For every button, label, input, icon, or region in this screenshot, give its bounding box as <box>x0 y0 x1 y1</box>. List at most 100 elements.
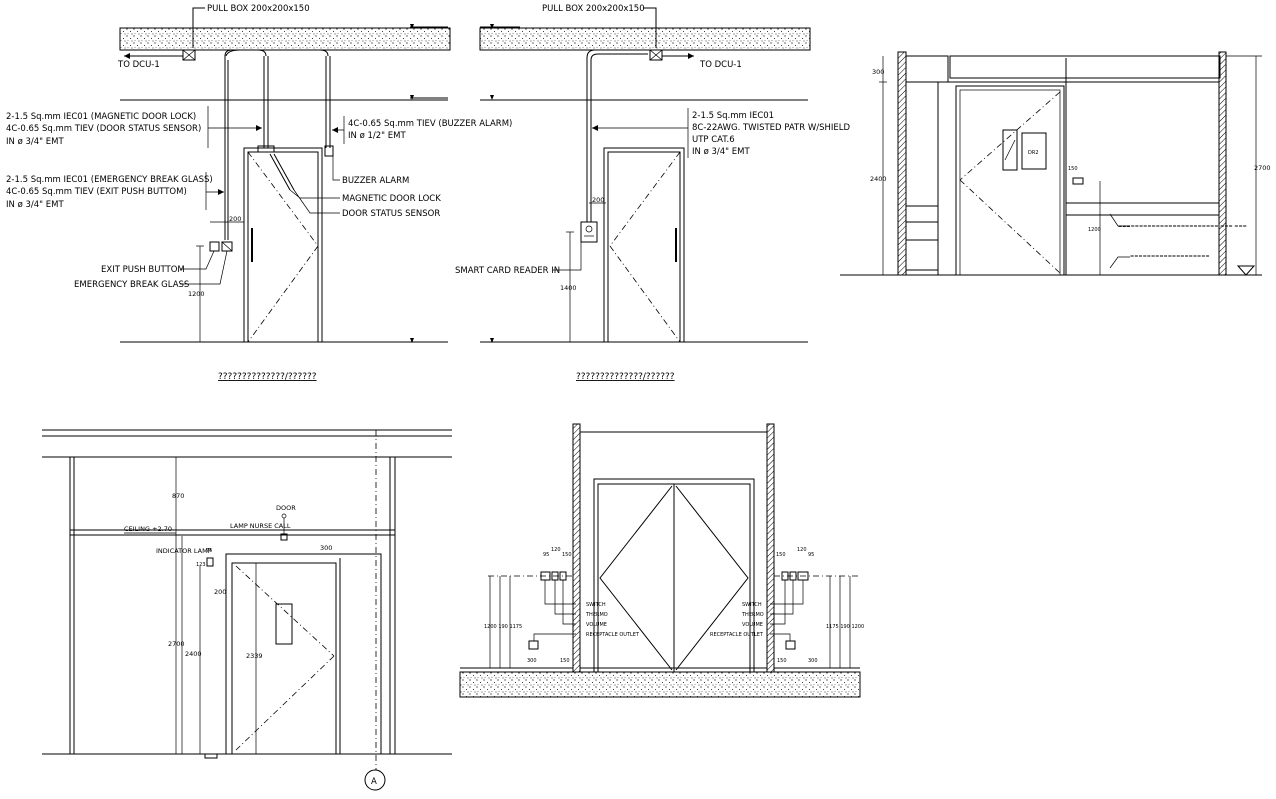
detail-a-cable-1-line-3: IN ø 3/4" EMT <box>6 137 64 147</box>
detail-e-right-outlet <box>785 640 796 650</box>
detail-d-dim-2400: 2400 <box>185 650 202 658</box>
detail-c-right-wall <box>1218 51 1227 276</box>
detail-a-buzzer-label: BUZZER ALARM <box>342 176 409 186</box>
detail-e-dim-150-left-b: 150 <box>560 658 570 664</box>
detail-c-dim-2400: 2400 <box>870 175 887 183</box>
detail-e-dim-95-right: 95 <box>808 552 814 558</box>
detail-a-magnetic-lock <box>257 145 275 153</box>
detail-b-cable-line-2: 8C-22AWG. TWISTED PATR W/SHIELD <box>692 123 850 133</box>
detail-e-dim-95-left: 95 <box>543 552 549 558</box>
detail-c-room-section: DR2 300 2400 2700 150 1200 =============… <box>840 51 1271 276</box>
detail-c-vision-panel <box>1002 129 1018 171</box>
detail-b-door <box>603 147 685 343</box>
detail-b-pull-box-label: PULL BOX 200x200x150 <box>542 4 645 14</box>
detail-b-ceiling-slab <box>479 27 811 51</box>
detail-b-cable-line-3: UTP CAT.6 <box>692 135 735 145</box>
detail-e-volume-left: VOLUME <box>586 622 607 628</box>
detail-c-note-2: =================== <box>1130 254 1210 260</box>
detail-a-to-dcu-label: TO DCU-1 <box>117 60 160 70</box>
detail-e-left-leaf-swing <box>599 485 673 671</box>
detail-e-thermo-right: THERMO <box>741 612 764 618</box>
detail-a-cable-1-line-1: 2-1.5 Sq.mm IEC01 (MAGNETIC DOOR LOCK) <box>6 112 196 122</box>
detail-d-dim-870: 870 <box>172 492 184 500</box>
detail-a-cable-2-line-1: 2-1.5 Sq.mm IEC01 (EMERGENCY BREAK GLASS… <box>6 175 213 185</box>
detail-b-card-reader-elevation: PULL BOX 200x200x150 TO DCU-1 2-1.5 Sq.m… <box>455 4 850 382</box>
detail-a-cable-3-line-1: 4C-0.65 Sq.mm TIEV (BUZZER ALARM) <box>348 119 512 129</box>
detail-e-right-wall <box>766 423 775 673</box>
detail-d-door <box>231 562 337 755</box>
detail-a-pull-box-label: PULL BOX 200x200x150 <box>207 4 310 14</box>
detail-a-ceiling-slab <box>119 27 451 51</box>
detail-b-pull-box <box>649 49 663 61</box>
detail-d-grid-label: A <box>371 777 377 787</box>
detail-a-dim-200: 200 <box>229 215 241 223</box>
detail-e-dim-150-right: 150 <box>776 552 786 558</box>
detail-a-pull-box <box>182 49 196 61</box>
detail-d-ceiling-label: CEILING +2.70 <box>124 525 172 533</box>
detail-c-device <box>1072 177 1084 185</box>
detail-b-dim-200: 200 <box>592 196 604 204</box>
detail-d-dim-300: 300 <box>320 544 332 552</box>
detail-b-title: ??????????????/?????? <box>576 372 675 382</box>
detail-a-conduit-3 <box>325 56 331 148</box>
detail-b-dim-1400: 1400 <box>560 284 577 292</box>
detail-a-cable-3-line-2: IN ø 1/2" EMT <box>348 131 406 141</box>
detail-b-to-dcu-label: TO DCU-1 <box>699 60 742 70</box>
detail-e-dims-right: 1175 190 1200 <box>826 624 864 630</box>
detail-e-dim-150-right-b: 150 <box>777 658 787 664</box>
detail-e-dims-left: 1200 190 1175 <box>484 624 522 630</box>
detail-a-cable-1-line-2: 4C-0.65 Sq.mm TIEV (DOOR STATUS SENSOR) <box>6 124 201 134</box>
detail-e-switch-right: SWITCH <box>742 602 762 608</box>
detail-e-right-leaf-swing <box>675 485 749 671</box>
detail-e-dim-120-left: 120 <box>551 547 561 553</box>
detail-d-dim-75: 75 <box>206 548 212 554</box>
detail-c-dim-150: 150 <box>1068 166 1078 172</box>
detail-a-pull-box-leader <box>192 7 205 48</box>
detail-c-dim-300: 300 <box>872 68 884 76</box>
detail-b-card-reader <box>580 221 598 243</box>
detail-d-door-label: DOOR <box>276 504 296 512</box>
detail-e-switch-left: SWITCH <box>586 602 606 608</box>
detail-e-outlet-right: RECEPTACLE OUTLET <box>710 632 764 638</box>
detail-e-left-outlet <box>528 640 539 650</box>
detail-d-dim-2339: 2339 <box>246 652 263 660</box>
detail-e-dim-300-left: 300 <box>527 658 537 664</box>
detail-a-cable-2-line-2: 4C-0.65 Sq.mm TIEV (EXIT PUSH BUTTOM) <box>6 187 187 197</box>
detail-d-indicator-lamp <box>206 557 214 567</box>
detail-c-left-wall <box>897 51 907 276</box>
detail-e-dim-150-left: 150 <box>562 552 572 558</box>
detail-a-title: ??????????????/?????? <box>218 372 317 382</box>
detail-a-sensor-label: DOOR STATUS SENSOR <box>342 209 440 219</box>
detail-a-cable-2-line-3: IN ø 3/4" EMT <box>6 200 64 210</box>
detail-c-door-tag-box <box>1021 132 1047 170</box>
detail-c-cabinet <box>905 205 939 271</box>
detail-e-dim-300-right: 300 <box>808 658 818 664</box>
detail-d-dim-200: 200 <box>214 588 226 596</box>
detail-a-conduit-1 <box>224 49 233 240</box>
detail-c-door-tag: DR2 <box>1028 150 1039 156</box>
detail-a-exit-button-label: EXIT PUSH BUTTOM <box>101 265 185 275</box>
detail-a-door <box>243 147 323 343</box>
detail-d-lamp-label: LAMP NURSE CALL <box>230 522 291 530</box>
detail-d-grid-bubble <box>364 769 386 791</box>
detail-e-double-door-elevation: SWITCH THERMO VOLUME RECEPTACLE OUTLET S… <box>459 423 864 698</box>
detail-b-conduit <box>586 49 648 222</box>
detail-e-outlet-left: RECEPTACLE OUTLET <box>586 632 640 638</box>
detail-e-floor-slab <box>459 671 861 698</box>
detail-e-left-wall <box>572 423 581 673</box>
detail-b-reader-label: SMART CARD READER IN <box>455 266 560 276</box>
detail-a-exit-push-button <box>209 241 220 252</box>
detail-b-cable-line-4: IN ø 3/4" EMT <box>692 147 750 157</box>
detail-e-dim-120-right: 120 <box>797 547 807 553</box>
detail-a-door-access-elevation: PULL BOX 200x200x150 TO DCU-1 2-1.5 Sq.m… <box>6 4 512 382</box>
detail-d-door-elevation: 870 CEILING +2.70 DOOR LAMP NURSE CALL I… <box>42 429 452 791</box>
detail-d-indicator-label: INDICATOR LAMP <box>156 547 212 555</box>
detail-c-note-1: ======================== === === <box>1118 224 1247 230</box>
detail-b-cable-line-1: 2-1.5 Sq.mm IEC01 <box>692 111 774 121</box>
detail-e-volume-right: VOLUME <box>742 622 763 628</box>
detail-c-door <box>955 85 1065 276</box>
detail-c-dim-1200: 1200 <box>1088 227 1101 233</box>
detail-a-conduit-2 <box>263 56 269 148</box>
detail-c-dim-2700: 2700 <box>1254 164 1271 172</box>
